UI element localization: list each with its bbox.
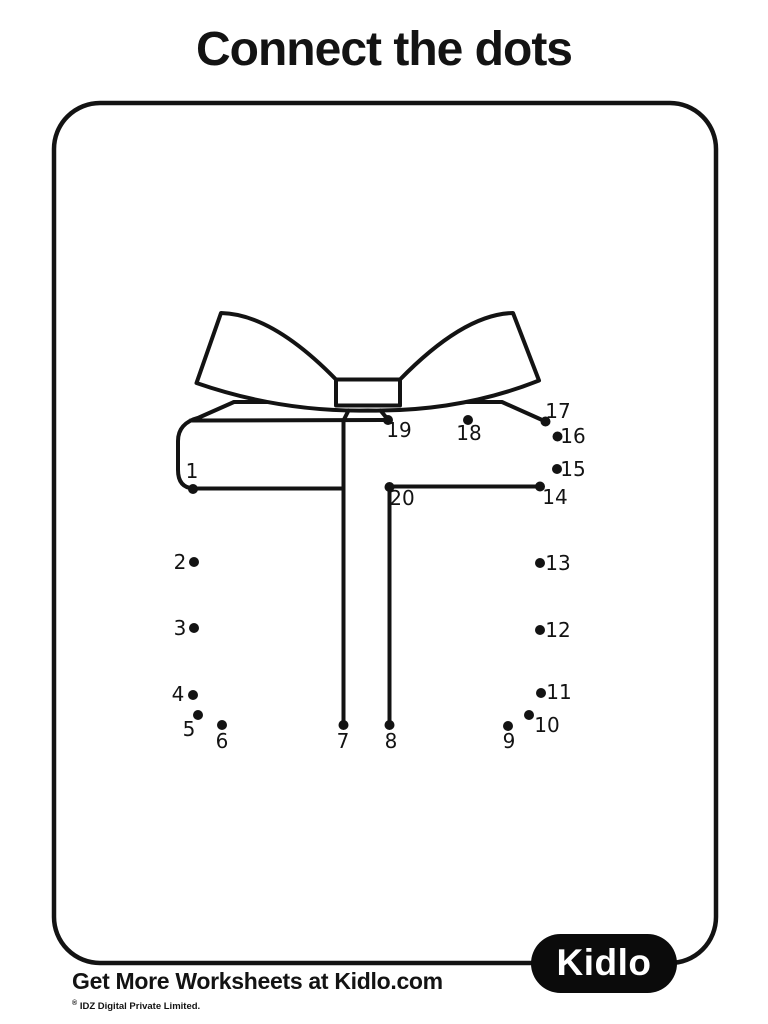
dot-8 [384,720,395,730]
dot-2 [189,557,199,567]
dot-label-6: 6 [216,729,229,753]
gift-drawing [176,311,548,727]
dot-13 [535,558,545,568]
dot-6 [217,720,227,730]
dot-3 [189,623,199,633]
lid-front-top-line [189,418,389,423]
dot-label-11: 11 [546,680,571,704]
worksheet-frame [51,100,719,966]
dot-label-20: 20 [389,486,414,510]
lid-left-outline [176,400,342,491]
dot-5 [193,710,203,720]
dot-label-12: 12 [545,618,570,642]
dot-9 [503,721,513,731]
dot-16 [552,431,563,442]
ribbon-left-line [341,408,351,727]
dot-1 [188,484,198,494]
dot-label-15: 15 [560,457,585,481]
dot-11 [536,688,546,698]
dot-12 [535,625,545,635]
dot-label-19: 19 [386,418,411,442]
dot-label-4: 4 [172,682,185,706]
dot-label-9: 9 [503,729,516,753]
bow-knot [334,377,402,408]
dot-label-8: 8 [385,729,398,753]
dot-label-18: 18 [456,421,481,445]
dot-label-3: 3 [174,616,187,640]
dot-7 [338,720,349,730]
dot-label-17: 17 [545,399,570,423]
bow-outline [194,311,541,413]
dot-label-7: 7 [337,729,350,753]
dot-19 [383,415,393,425]
dot-label-5: 5 [183,717,196,741]
dot-label-13: 13 [545,551,570,575]
dot-15 [552,464,562,474]
dot-label-14: 14 [542,485,567,509]
dot-4 [188,690,198,700]
page-title: Connect the dots [196,23,573,76]
dot-label-2: 2 [174,550,187,574]
dot-label-10: 10 [534,713,559,737]
dot-14 [535,481,545,492]
dot-18 [463,415,473,425]
dot-label-1: 1 [186,459,199,483]
dot-label-16: 16 [560,424,585,448]
dot-17 [540,416,551,427]
dot-20 [384,482,395,492]
dot-10 [524,710,534,720]
